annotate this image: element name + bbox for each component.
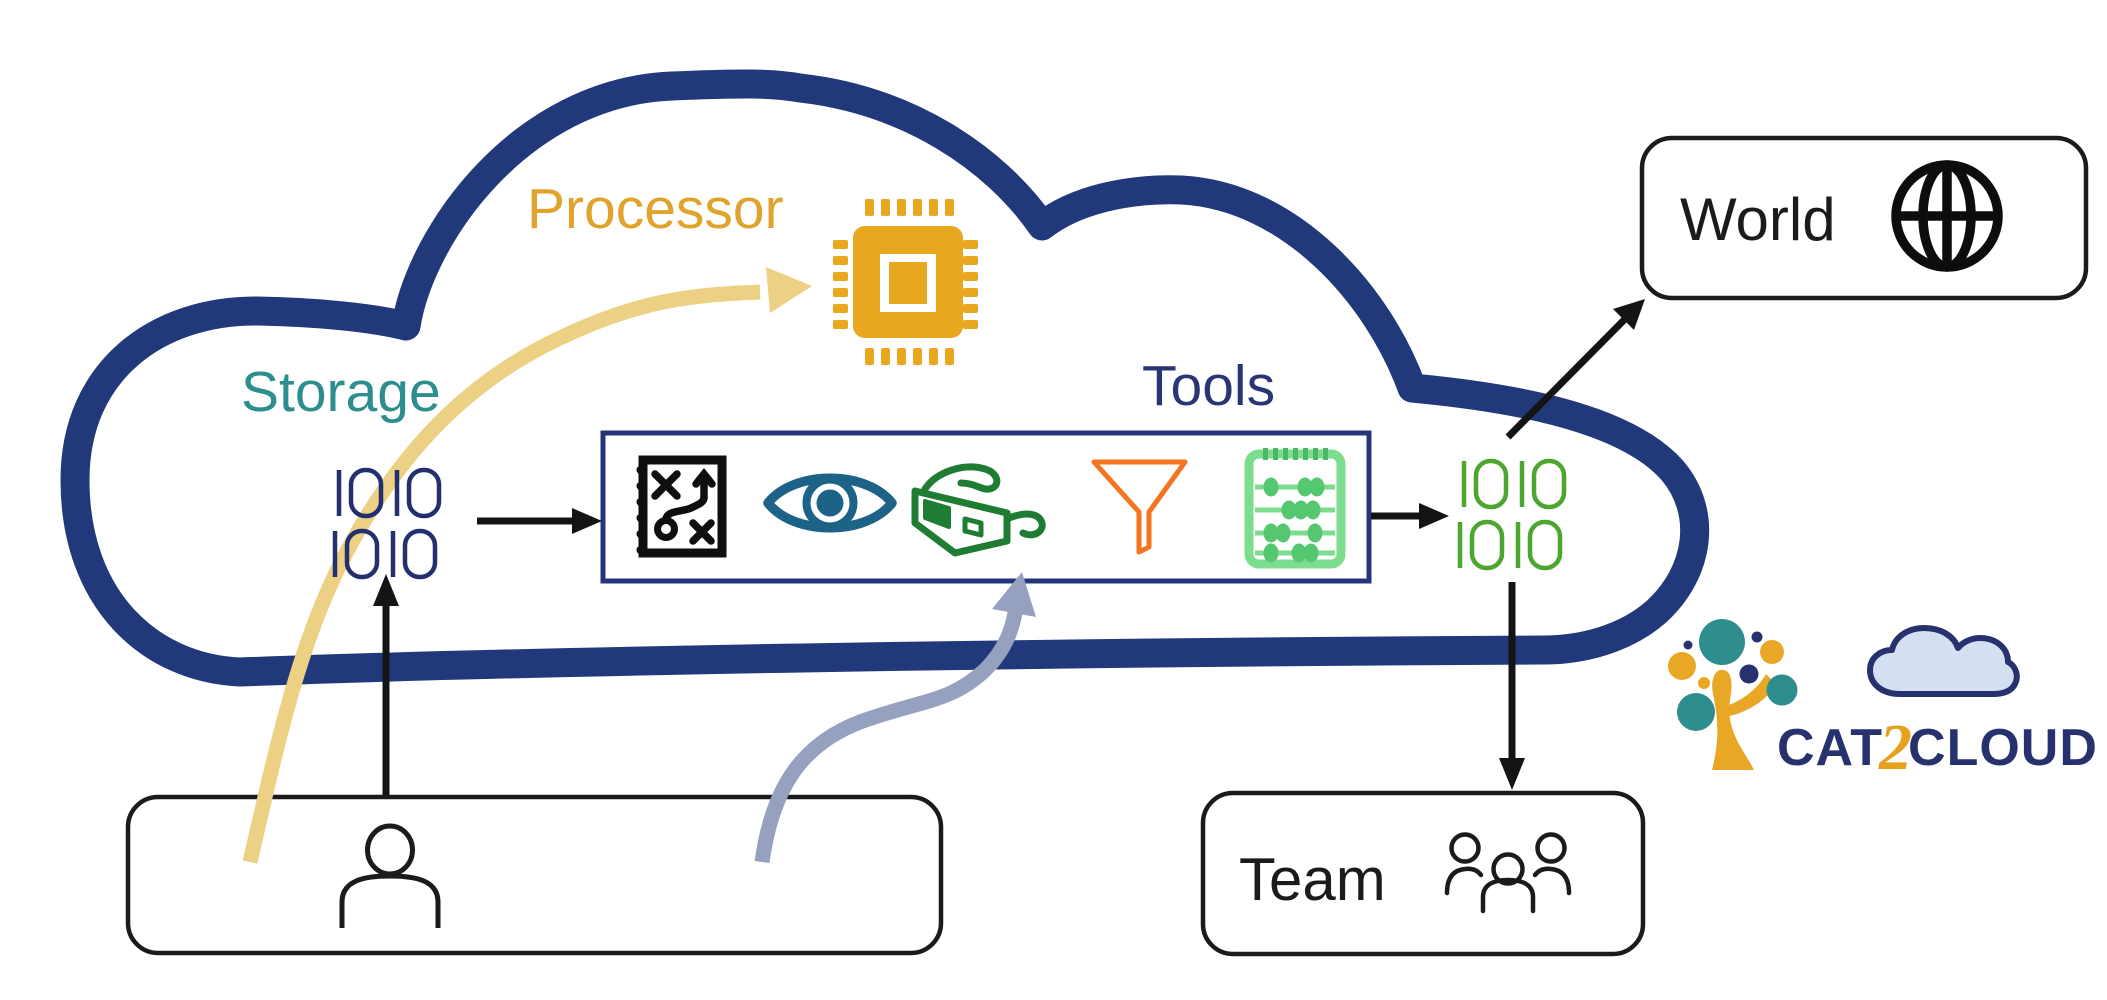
user-box: [125, 794, 944, 956]
logo-wordmark: CAT 2 CLOUD: [1777, 706, 2098, 784]
people-group-icon: [1444, 832, 1572, 914]
logo-cloud-icon: [1867, 625, 2020, 697]
eye-icon: [763, 473, 897, 533]
strategy-playbook-icon: [636, 455, 727, 558]
storage-binary: [332, 467, 442, 580]
cloud-outline: [60, 69, 1710, 687]
globe-icon: [1891, 160, 2003, 272]
output-binary: [1457, 458, 1567, 571]
user-to-storage-arrow: [373, 574, 399, 795]
funnel-icon: [1091, 459, 1188, 555]
processor-label: Processor: [527, 177, 784, 241]
cpu-chip-icon: [833, 199, 978, 365]
logo-text-cloud: CLOUD: [1908, 719, 2098, 777]
user-to-tools-arrow: [754, 572, 1036, 864]
logo-tree-icon: [1668, 619, 1798, 770]
user-to-processor-arrow: [242, 267, 812, 864]
logo-text-cat: CAT: [1777, 719, 1884, 777]
output-to-world-arrow: [1505, 299, 1645, 440]
tools-label: Tools: [1142, 354, 1276, 418]
output-to-team-arrow: [1499, 582, 1525, 790]
storage-to-tools-arrow: [477, 508, 602, 534]
tools-to-output-arrow: [1371, 503, 1449, 529]
logo-text-2: 2: [1879, 711, 1913, 784]
team-label: Team: [1239, 846, 1386, 913]
abacus-icon: [1244, 448, 1346, 569]
3d-glasses-icon: [911, 463, 1046, 557]
world-label: World: [1680, 186, 1836, 253]
team-box: [1200, 790, 1646, 957]
storage-label: Storage: [241, 360, 441, 424]
person-icon: [339, 823, 441, 928]
